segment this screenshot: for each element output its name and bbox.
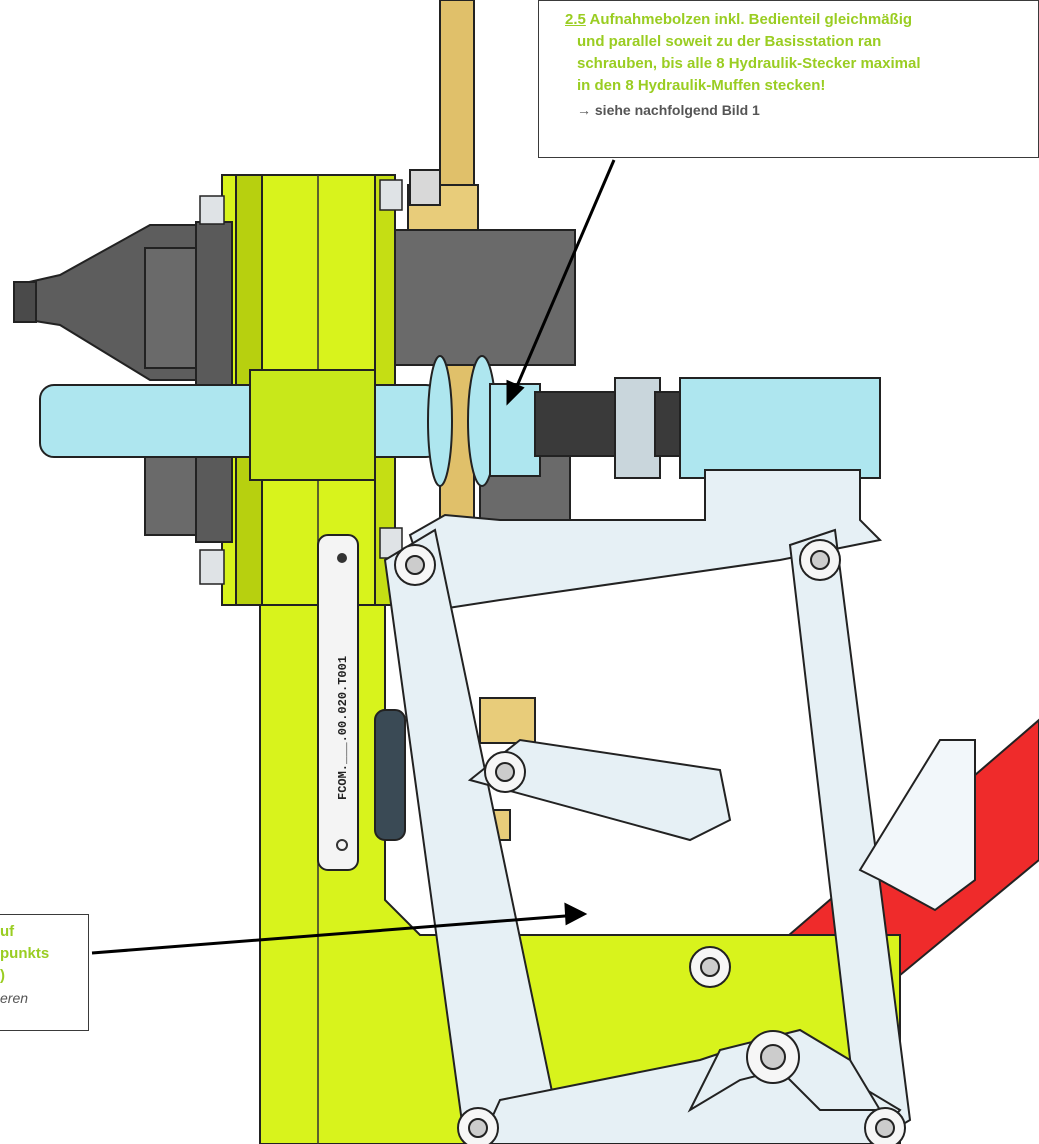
callout-left-line3: ) (0, 967, 5, 984)
callout-top-line2: und parallel soweit zu der Basisstation … (577, 33, 882, 50)
callout-left-line1: uf (0, 923, 15, 940)
callout-top-line3: schrauben, bis alle 8 Hydraulik-Stecker … (577, 55, 921, 72)
callout-top-line1: 2.5 Aufnahmebolzen inkl. Bedienteil glei… (565, 9, 1024, 31)
callout-left-note: eren (0, 990, 29, 1006)
instruction-callout-top: 2.5 Aufnahmebolzen inkl. Bedienteil glei… (538, 0, 1039, 158)
hydraulic-connector-left (13, 221, 233, 543)
callout-top-line4: in den 8 Hydraulik-Muffen stecken! (577, 77, 826, 94)
callout-top-reference: → siehe nachfolgend Bild 1 (577, 102, 760, 118)
frame-bolts (199, 179, 403, 585)
nameplate-text: FCOM.___.00.020.T001 (336, 656, 350, 800)
callout-top-text1: Aufnahmebolzen inkl. Bedienteil gleichmä… (589, 11, 913, 28)
step-number: 2.5 (565, 11, 586, 28)
callout-left-line2: punkts (0, 945, 50, 962)
linkage-bolts (394, 539, 906, 1144)
main-shaft (39, 355, 881, 487)
leader-lines (91, 159, 616, 955)
nameplate: FCOM.___.00.020.T001 (317, 534, 359, 871)
spring-coil (374, 697, 536, 841)
instruction-callout-left: uf punkts ) eren (0, 914, 89, 1031)
